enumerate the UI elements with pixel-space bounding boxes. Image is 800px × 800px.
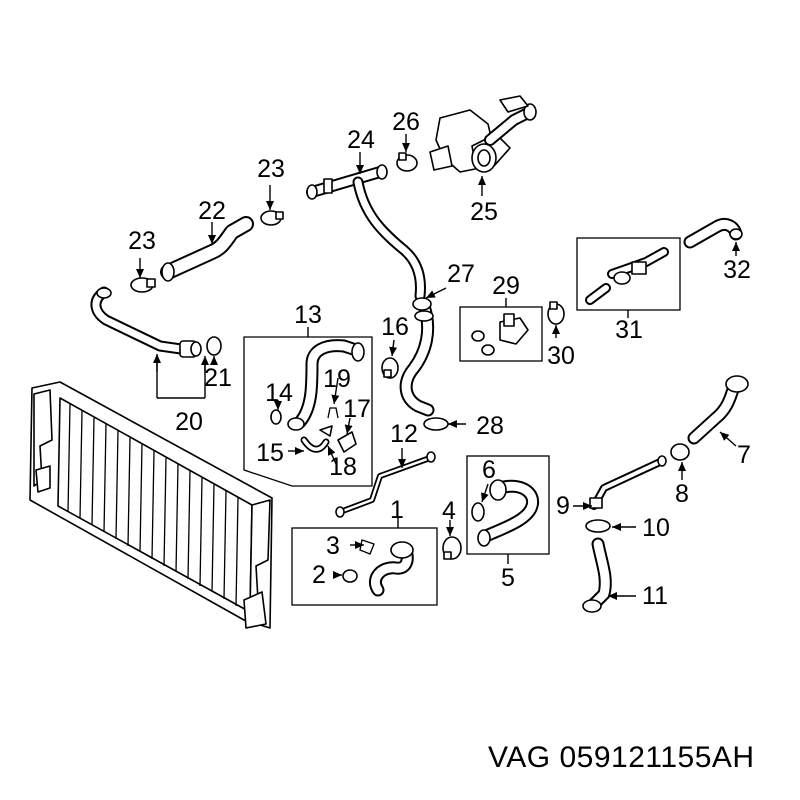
callout-25: 25 <box>470 198 498 226</box>
callout-12: 12 <box>390 420 418 448</box>
flange-25 <box>429 95 537 173</box>
radiator <box>29 381 273 629</box>
callout-13: 13 <box>294 301 322 329</box>
callout-32: 32 <box>723 256 751 284</box>
o-ring-21 <box>206 336 222 356</box>
clamp-30 <box>547 301 565 325</box>
clamp-23-right <box>260 210 284 226</box>
callout-23-left: 23 <box>128 227 156 255</box>
hose-7 <box>687 375 749 445</box>
callout-28: 28 <box>476 412 504 440</box>
clamp-23-left <box>130 277 156 293</box>
callout-17: 17 <box>343 395 371 423</box>
callout-4: 4 <box>442 497 456 525</box>
clamp-26 <box>396 152 418 172</box>
callout-15: 15 <box>256 439 284 467</box>
clamp-16 <box>381 357 399 379</box>
callout-21: 21 <box>204 364 232 392</box>
callout-22: 22 <box>198 197 226 225</box>
callout-8: 8 <box>675 480 689 508</box>
callout-19: 19 <box>323 365 351 393</box>
callout-1: 1 <box>390 496 404 524</box>
callout-14: 14 <box>265 379 293 407</box>
fitting-29-parts <box>471 313 529 356</box>
clamp-4 <box>442 536 462 560</box>
clamp-8 <box>670 443 690 461</box>
callout-16: 16 <box>381 313 409 341</box>
callout-30: 30 <box>547 342 575 370</box>
hose-20 <box>90 286 202 358</box>
callout-23-right: 23 <box>257 155 285 183</box>
leader-lines <box>136 134 740 600</box>
hose-5-parts <box>471 479 540 547</box>
hose-11 <box>582 537 612 613</box>
callout-27: 27 <box>447 260 475 288</box>
pipe-9 <box>589 455 667 510</box>
hose-32 <box>683 217 743 249</box>
part-number-label: VAG 059121155AH <box>488 741 755 774</box>
callout-31: 31 <box>615 316 643 344</box>
callout-29: 29 <box>492 272 520 300</box>
callout-10: 10 <box>642 514 670 542</box>
callout-5: 5 <box>501 564 515 592</box>
clamp-10 <box>585 519 611 533</box>
callout-7: 7 <box>737 441 751 469</box>
callout-26: 26 <box>392 108 420 136</box>
box-1 <box>291 527 438 606</box>
hose-27 <box>399 297 435 417</box>
callout-9: 9 <box>556 492 570 520</box>
callout-3: 3 <box>326 532 340 560</box>
clamp-28 <box>423 417 449 431</box>
pipe-31-parts <box>585 247 669 305</box>
callout-2: 2 <box>312 561 326 589</box>
callout-numbers: 1 2 3 4 5 6 7 8 9 10 11 12 13 14 15 16 1… <box>128 108 751 610</box>
pipe-24 <box>306 164 426 302</box>
hose-13-parts <box>270 339 365 453</box>
callout-6: 6 <box>482 456 496 484</box>
hose-1-parts <box>342 539 414 597</box>
callout-18: 18 <box>329 453 357 481</box>
callout-11: 11 <box>642 582 668 610</box>
box-13 <box>243 336 373 487</box>
hose-22 <box>160 216 254 282</box>
callout-24: 24 <box>347 126 375 154</box>
callout-20: 20 <box>175 408 203 436</box>
box-29 <box>459 306 543 362</box>
